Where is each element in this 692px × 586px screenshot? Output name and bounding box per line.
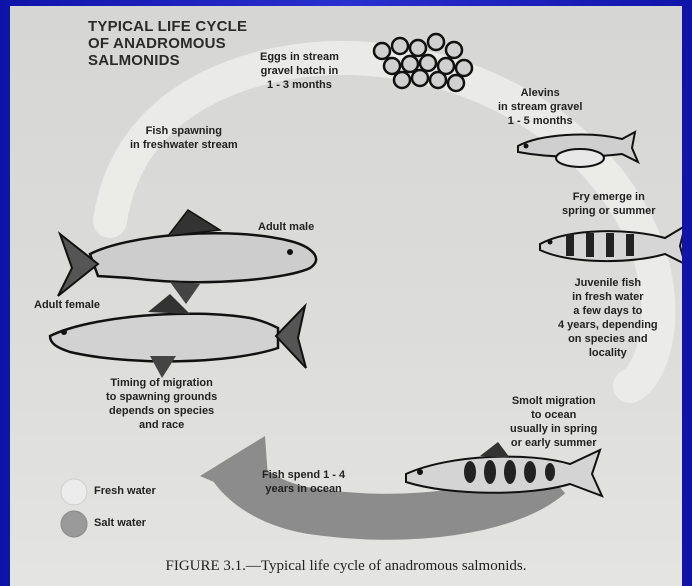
legend-salt-water-label: Salt water [94,516,146,530]
salt-water-swatch [61,511,87,537]
label-timing: Timing of migration to spawning grounds … [106,376,217,432]
label-fry: Fry emerge in spring or summer [562,190,656,218]
figure-caption: FIGURE 3.1.—Typical life cycle of anadro… [10,558,682,575]
label-ocean: Fish spend 1 - 4 years in ocean [262,468,345,496]
eggs-illustration [374,34,472,91]
label-juvenile: Juvenile fish in fresh water a few days … [558,276,658,360]
alevin-illustration [518,132,638,167]
legend-fresh-water-label: Fresh water [94,484,156,498]
label-eggs: Eggs in stream gravel hatch in 1 - 3 mon… [260,50,339,92]
label-adult-male: Adult male [258,220,314,234]
label-adult-female: Adult female [34,298,100,312]
diagram-title: TYPICAL LIFE CYCLE OF ANADROMOUS SALMONI… [88,18,247,69]
label-smolt: Smolt migration to ocean usually in spri… [510,394,597,450]
label-alevins: Alevins in stream gravel 1 - 5 months [498,86,582,128]
label-spawning: Fish spawning in freshwater stream [130,124,238,152]
figure-page: TYPICAL LIFE CYCLE OF ANADROMOUS SALMONI… [10,6,682,586]
smolt-illustration [406,442,602,496]
fresh-water-swatch [61,479,87,505]
